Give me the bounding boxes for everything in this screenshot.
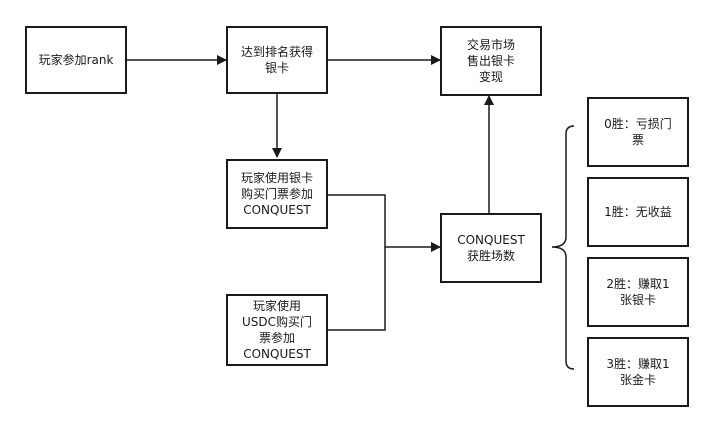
node-outcome-1-win-label: 1胜：无收益 — [604, 205, 672, 219]
node-use-usdc-ticket-label: 玩家使用 USDC购买门 票参加 CONQUEST — [241, 299, 313, 361]
node-outcome-0-wins-label: 0胜：亏损门 票 — [604, 117, 672, 147]
node-player-joins-rank-label: 玩家参加rank — [38, 53, 114, 67]
node-use-usdc-ticket: 玩家使用 USDC购买门 票参加 CONQUEST — [226, 294, 328, 366]
outcome-brace — [551, 125, 575, 370]
node-conquest-wins-label: CONQUEST 获胜场数 — [457, 233, 525, 263]
node-market-sell-silver-card-label: 交易市场 售出银卡 变现 — [466, 38, 515, 84]
edge-use-usdc-to-wins — [328, 247, 386, 331]
node-reach-rank-get-silver-card: 达到排名获得 银卡 — [226, 26, 328, 94]
node-market-sell-silver-card: 交易市场 售出银卡 变现 — [440, 26, 542, 96]
node-use-silver-card-ticket: 玩家使用银卡 购买门票参加 CONQUEST — [226, 159, 328, 229]
edge-use-card-to-wins — [328, 194, 441, 252]
node-use-silver-card-ticket-label: 玩家使用银卡 购买门票参加 CONQUEST — [240, 171, 313, 217]
node-outcome-3-wins-label: 3胜：赚取1 张金卡 — [606, 357, 670, 387]
node-player-joins-rank: 玩家参加rank — [25, 26, 127, 94]
node-outcome-3-wins: 3胜：赚取1 张金卡 — [587, 337, 689, 407]
node-reach-rank-get-silver-card-label: 达到排名获得 银卡 — [240, 45, 313, 75]
node-outcome-1-win: 1胜：无收益 — [587, 177, 689, 247]
node-conquest-wins: CONQUEST 获胜场数 — [440, 213, 542, 283]
node-outcome-2-wins-label: 2胜：赚取1 张银卡 — [606, 277, 670, 307]
node-outcome-0-wins: 0胜：亏损门 票 — [587, 97, 689, 167]
node-outcome-2-wins: 2胜：赚取1 张银卡 — [587, 257, 689, 327]
